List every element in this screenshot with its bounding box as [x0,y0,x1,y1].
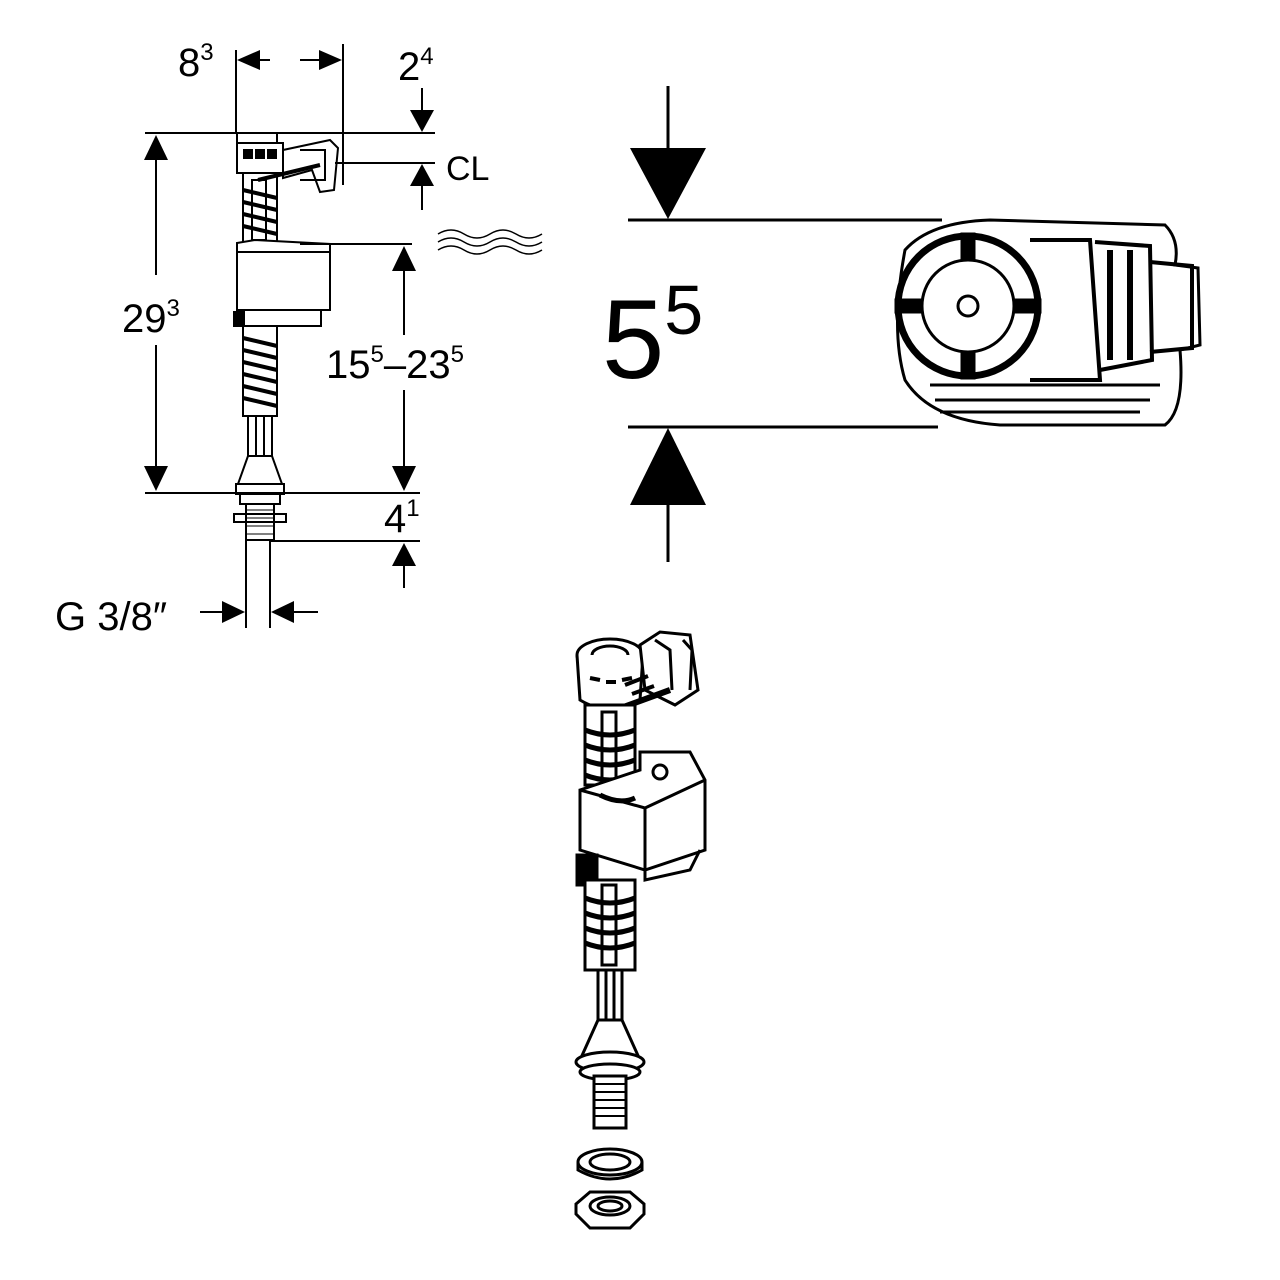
critical-level-label: CL [446,150,489,188]
thread-size-label: G 3/8″ [55,595,167,639]
float-range-label: 155–235 [326,341,464,387]
dimension-lines-front [144,44,435,628]
fill-valve-top-view [894,218,1202,427]
dimension-lines-top [628,86,942,562]
head-height-label: 55 [602,271,703,402]
offset-top-label: 24 [398,43,434,89]
dimension-labels-front: 83 24 CL 293 155–235 41 G 3/8″ [55,39,489,639]
fill-valve-isometric-view [574,630,707,1230]
water-wave-icon [437,229,543,255]
thread-length-label: 41 [384,495,420,541]
width-top-label: 83 [178,39,214,85]
total-height-label: 293 [122,295,180,341]
fill-valve-front-view [233,132,340,541]
